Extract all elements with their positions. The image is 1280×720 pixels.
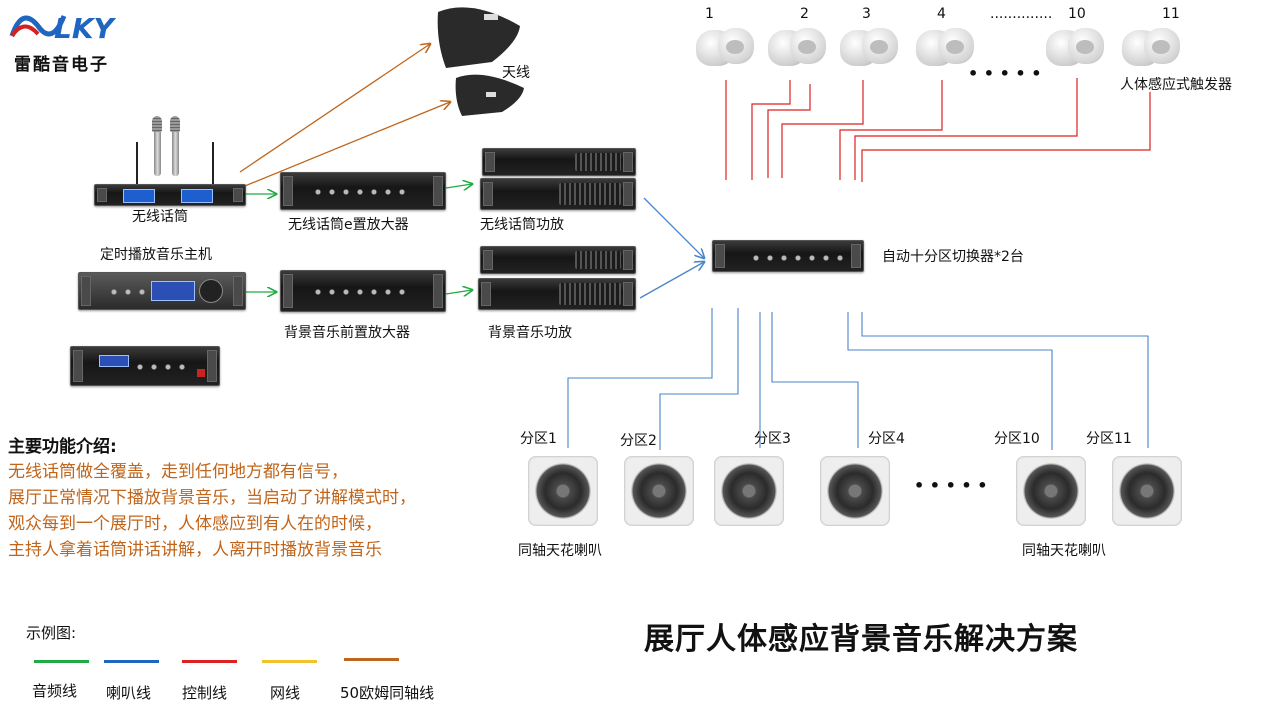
zone-label-10: 分区10 xyxy=(994,431,1040,447)
sensor-number-2: 2 xyxy=(800,6,809,22)
speaker-zone-10 xyxy=(1016,456,1086,526)
antenna-bottom xyxy=(455,74,524,116)
sensor-number-11: 11 xyxy=(1162,6,1180,22)
zone-label-11: 分区11 xyxy=(1086,431,1132,447)
wireless-receiver xyxy=(94,184,246,206)
bgm-preamp-unit xyxy=(280,270,446,312)
zone-label-3: 分区3 xyxy=(754,431,791,447)
legend-title: 示例图: xyxy=(26,624,77,642)
page-title: 展厅人体感应背景音乐解决方案 xyxy=(644,622,1078,657)
sensor-number-4: 4 xyxy=(937,6,946,22)
speaker-label-right: 同轴天花喇叭 xyxy=(1022,543,1106,559)
legend-line-network xyxy=(262,660,317,663)
sensor-2 xyxy=(764,24,828,72)
bgm-amp-unit-bottom xyxy=(478,278,636,310)
speaker-line-mic-amp-to-switcher xyxy=(643,197,704,258)
bgm-amp-label: 背景音乐功放 xyxy=(488,325,572,341)
sensor-10 xyxy=(1042,24,1106,72)
speaker-ellipsis: • • • • • xyxy=(914,476,988,495)
sensor-1 xyxy=(692,24,756,72)
speaker-zone-2 xyxy=(624,456,694,526)
audio-line-preamp-to-amp xyxy=(445,184,472,188)
audio-line-bgm-preamp-to-amp xyxy=(445,290,472,294)
bgm-amp-unit-top xyxy=(480,246,636,274)
antenna-top xyxy=(437,7,520,69)
zone-label-2: 分区2 xyxy=(620,433,657,449)
logo: LKY 雷酷音电子 xyxy=(8,6,148,75)
music-host-unit xyxy=(70,346,220,386)
intro-section: 主要功能介绍: 无线话筒做全覆盖，走到任何地方都有信号， 展厅正常情况下播放背景… xyxy=(8,432,528,563)
speaker-zone-3 xyxy=(714,456,784,526)
mic-preamp-unit xyxy=(280,172,446,210)
switcher-label: 自动十分区切换器*2台 xyxy=(882,249,1024,265)
legend-line-coax xyxy=(344,658,399,661)
intro-line-1: 无线话筒做全覆盖，走到任何地方都有信号， xyxy=(8,462,348,482)
wireless-mic-set xyxy=(94,116,246,206)
speaker-zone-1 xyxy=(528,456,598,526)
sensor-number-10: 10 xyxy=(1068,6,1086,22)
legend-line-speaker xyxy=(104,660,159,663)
sensor-11 xyxy=(1118,24,1182,72)
sensor-number-1: 1 xyxy=(705,6,714,22)
microphone-left xyxy=(152,116,162,176)
timer-host-unit xyxy=(78,272,246,310)
control-lines xyxy=(725,78,1151,182)
trigger-label: 人体感应式触发器 xyxy=(1120,77,1232,93)
bgm-preamp-label: 背景音乐前置放大器 xyxy=(284,325,410,341)
speaker-lines xyxy=(567,308,1149,450)
sensor-ellipsis: • • • • • xyxy=(968,64,1042,83)
zone-switcher-unit xyxy=(712,240,864,272)
legend-line-control xyxy=(182,660,237,663)
sensor-4 xyxy=(912,24,976,72)
mic-amp-unit-bottom xyxy=(480,178,636,210)
logo-wave-icon xyxy=(9,15,67,38)
legend-label-speaker: 喇叭线 xyxy=(106,684,152,702)
intro-line-3: 观众每到一个展厅时，人体感应到有人在的时候， xyxy=(8,514,382,534)
logo-company-name: 雷酷音电子 xyxy=(14,55,109,75)
intro-line-4: 主持人拿着话筒讲话讲解，人离开时播放背景音乐 xyxy=(8,540,382,560)
coax-line-antenna-1 xyxy=(239,44,430,173)
coax-line-antenna-2 xyxy=(239,102,450,189)
mic-amp-label: 无线话筒功放 xyxy=(480,217,564,233)
speaker-line-bgm-amp-to-switcher xyxy=(639,262,704,299)
zone-label-1: 分区1 xyxy=(520,431,557,447)
mic-preamp-label: 无线话筒e置放大器 xyxy=(288,217,409,233)
sensor-3 xyxy=(836,24,900,72)
speaker-zone-11 xyxy=(1112,456,1182,526)
mic-amp-unit-top xyxy=(482,148,636,176)
legend-line-audio xyxy=(34,660,89,663)
sensor-number-3: 3 xyxy=(862,6,871,22)
speaker-zone-4 xyxy=(820,456,890,526)
legend-label-coax: 50欧姆同轴线 xyxy=(340,684,435,702)
intro-line-2: 展厅正常情况下播放背景音乐，当启动了讲解模式时， xyxy=(8,488,416,508)
speaker-label-left: 同轴天花喇叭 xyxy=(518,543,602,559)
logo-brand: LKY xyxy=(54,12,114,45)
timer-host-label: 定时播放音乐主机 xyxy=(100,247,212,263)
intro-heading: 主要功能介绍: xyxy=(8,437,117,457)
legend-label-audio: 音频线 xyxy=(32,682,78,700)
sensor-number-ellipsis: .............. xyxy=(990,6,1053,22)
microphone-right xyxy=(170,116,180,176)
legend-label-network: 网线 xyxy=(270,684,301,702)
antenna-label: 天线 xyxy=(502,65,530,81)
zone-label-4: 分区4 xyxy=(868,431,905,447)
wireless-mic-label: 无线话筒 xyxy=(132,209,188,225)
legend-label-control: 控制线 xyxy=(182,684,228,702)
